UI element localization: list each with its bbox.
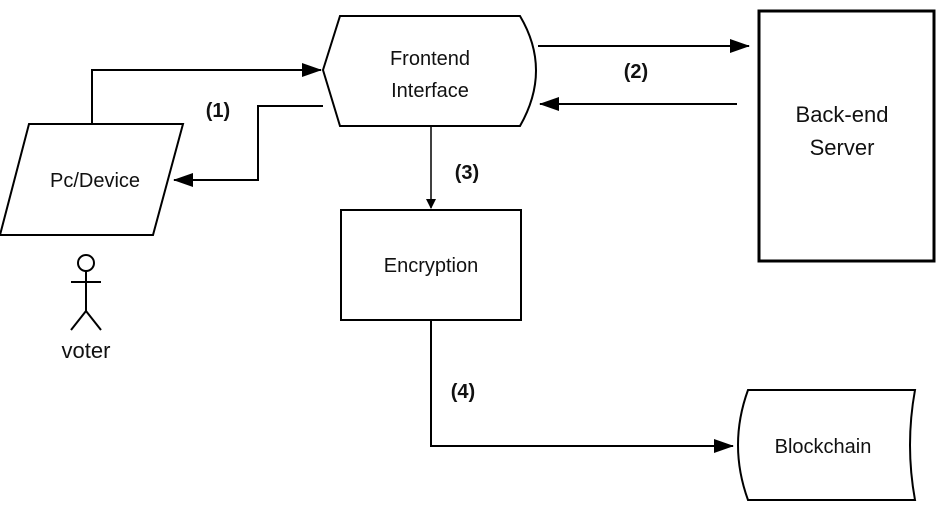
voter-icon [70,254,102,331]
backend-label-line2: Server [810,135,875,160]
frontend-label-line2: Interface [391,80,469,102]
encryption-label: Encryption [384,255,479,277]
device-label: Pc/Device [50,170,140,192]
encryption-node: Encryption [340,209,522,321]
voter-label: voter [62,338,111,363]
backend-server-node: Back-end Server [757,9,936,263]
frontend-interface-node: Frontend Interface [321,15,537,127]
backend-label-line1: Back-end [796,102,889,127]
blockchain-node: Blockchain [737,389,917,501]
arrow-frontend-to-device [173,105,323,187]
pc-device-node: Pc/Device [0,123,185,236]
step-3-label: (3) [455,162,479,184]
arrow-encryption-to-blockchain [430,320,734,453]
arrow-device-to-frontend [91,63,322,124]
step-1-label: (1) [206,100,230,122]
step-2-label: (2) [624,61,648,83]
frontend-label-line1: Frontend [390,48,470,70]
blockchain-label: Blockchain [775,436,872,458]
step-4-label: (4) [451,381,475,403]
